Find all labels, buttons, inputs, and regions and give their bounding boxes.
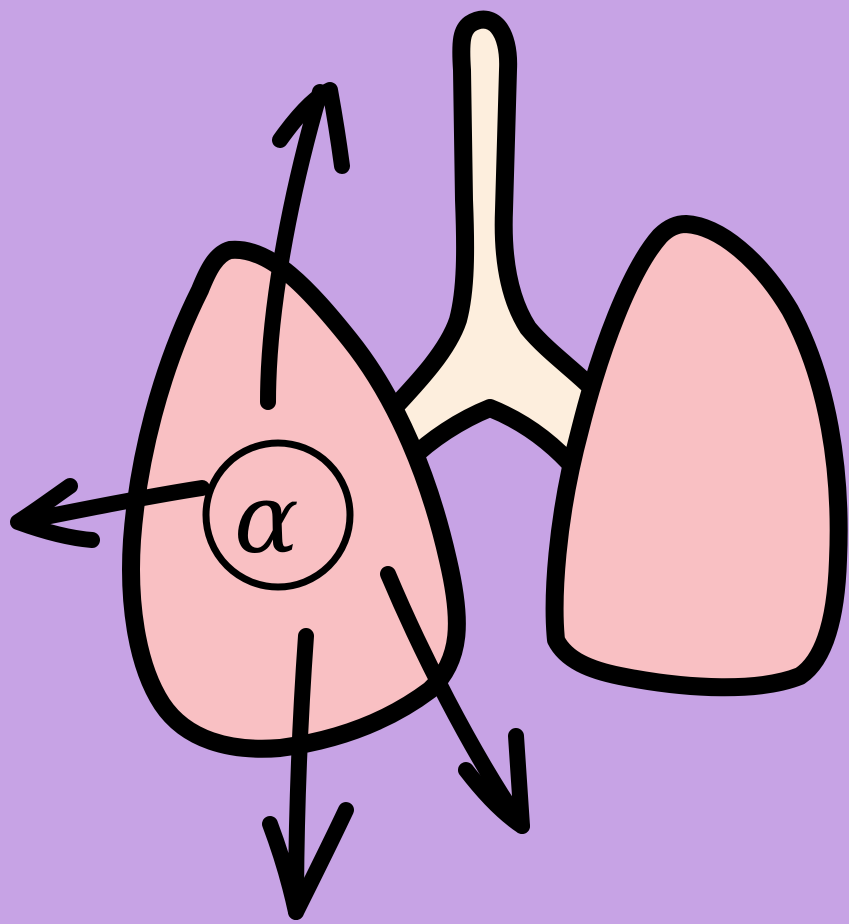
trachea [392, 20, 594, 470]
right-lung [555, 224, 839, 687]
arrow-down-icon [296, 636, 306, 912]
arrow-down-head [270, 810, 346, 912]
alpha-symbol: α [234, 463, 299, 575]
